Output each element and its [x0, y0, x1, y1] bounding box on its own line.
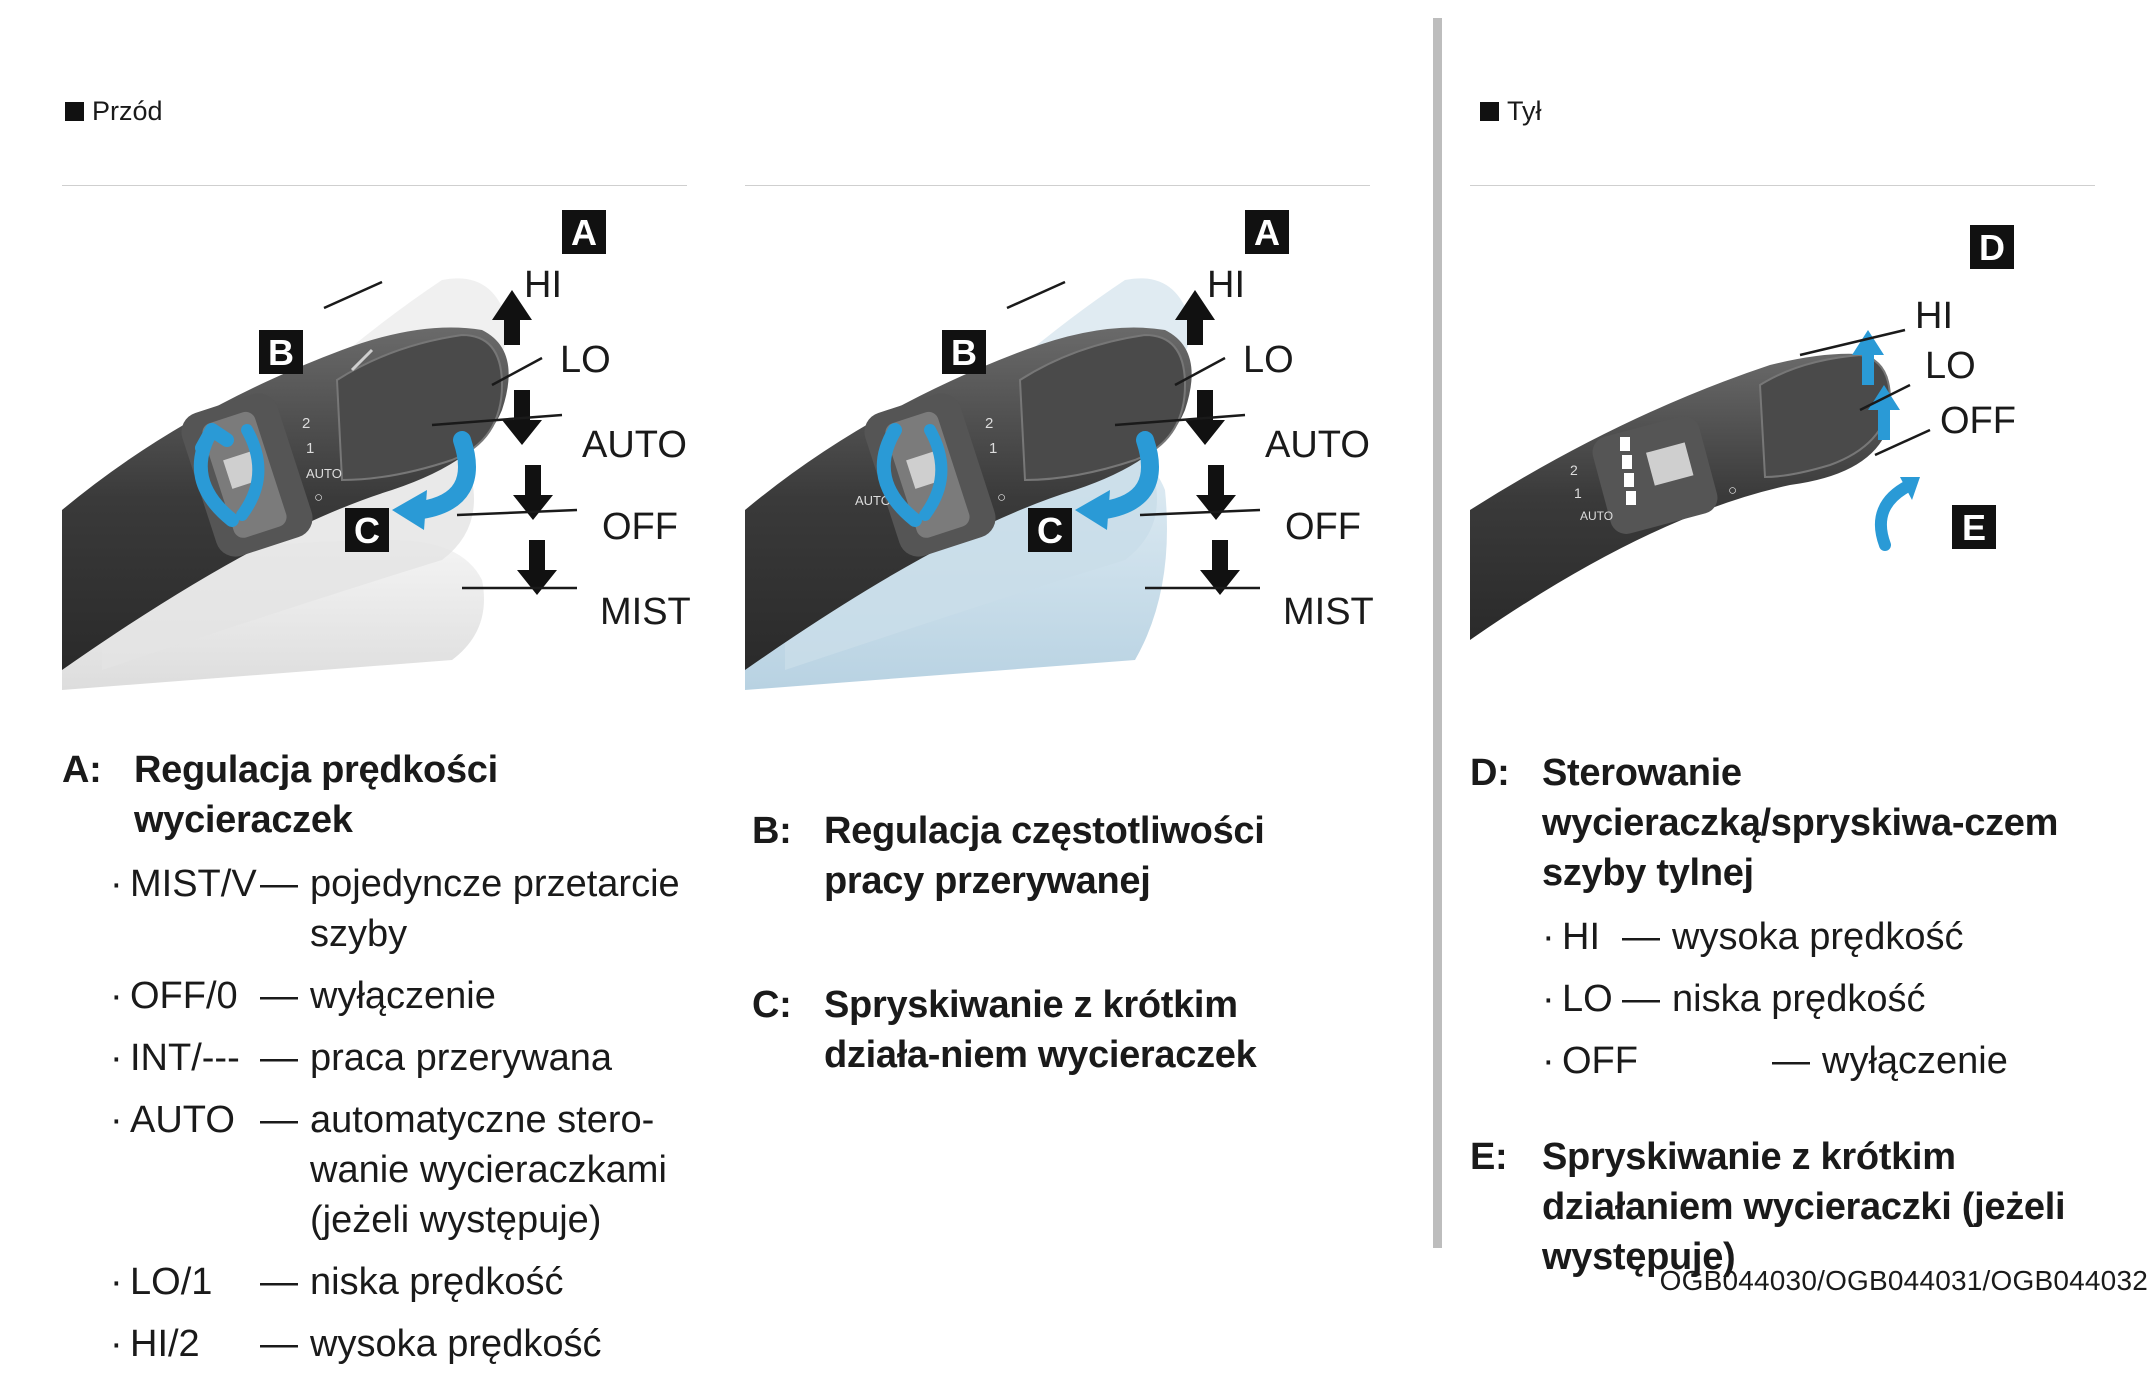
callout-d: D	[1979, 227, 2005, 268]
callout-c: C	[1037, 510, 1063, 551]
rotate-arrow-icon	[193, 423, 239, 527]
up-arrow-icon	[1852, 330, 1884, 385]
position-mist: MIST	[600, 591, 691, 633]
position-off: OFF	[1940, 400, 2016, 442]
heading-e: E: Spryskiwanie z krótkim działaniem wyc…	[1470, 1136, 2066, 1278]
push-arrow-icon	[1875, 479, 1916, 551]
svg-text:○: ○	[1728, 482, 1737, 499]
front-speed-description: A: Regulacja prędkości wycieraczek · MIS…	[62, 745, 702, 1381]
callout-e: E	[1962, 507, 1986, 548]
list-item: · LO — niska prędkość	[1542, 978, 1926, 1020]
divider-rule	[1470, 185, 2095, 186]
rear-section-label: Tył	[1480, 96, 1542, 127]
list-item: · HI/2 — wysoka prędkość	[110, 1323, 602, 1365]
position-lo: LO	[1243, 339, 1294, 381]
column-separator	[1433, 18, 1442, 1248]
rear-description: D: Sterowanie wycieraczką/spryskiwa-czem…	[1470, 748, 2140, 1282]
list-item: · MIST/V — pojedyncze przetarcie szyby	[110, 863, 680, 955]
svg-text:○: ○	[997, 489, 1006, 506]
position-auto: AUTO	[1265, 424, 1370, 466]
position-auto: AUTO	[582, 424, 687, 466]
heading-b: B: Regulacja częstotliwości pracy przery…	[752, 810, 1265, 902]
push-arrow-icon	[413, 431, 476, 519]
svg-text:2: 2	[1570, 462, 1578, 478]
position-hi: HI	[1207, 264, 1245, 306]
rear-wiper-stalk-figure: 2 1 AUTO ○ D E HI LO OFF	[1470, 225, 2016, 640]
square-bullet-icon	[1480, 102, 1499, 121]
callout-b: B	[268, 332, 294, 373]
callout-a: A	[571, 212, 597, 253]
list-item: · OFF/0 — wyłączenie	[110, 975, 496, 1017]
up-arrow-icon	[1868, 385, 1900, 440]
svg-text:1: 1	[989, 440, 997, 457]
list-item: · INT/--- — praca przerywana	[110, 1037, 613, 1079]
svg-text:1: 1	[306, 440, 314, 457]
up-arrow-icon	[1175, 290, 1215, 345]
divider-rule	[745, 185, 1370, 186]
position-lo: LO	[1925, 345, 1976, 387]
svg-text:AUTO: AUTO	[306, 466, 342, 481]
callout-b: B	[951, 332, 977, 373]
svg-text:2: 2	[302, 415, 310, 432]
divider-rule	[62, 185, 687, 186]
svg-text:2: 2	[985, 415, 993, 432]
figure-code: OGB044030/OGB044031/OGB044032	[1659, 1265, 2148, 1296]
position-lo: LO	[560, 339, 611, 381]
down-arrow-icon	[513, 465, 553, 520]
position-off: OFF	[1285, 506, 1361, 548]
down-arrow-icon	[1200, 540, 1240, 595]
down-arrow-icon	[517, 540, 557, 595]
position-mist: MIST	[1283, 591, 1374, 633]
position-hi: HI	[1915, 295, 1953, 337]
heading-d: D: Sterowanie wycieraczką/spryskiwa-czem…	[1470, 752, 2059, 894]
list-item: · OFF — wyłączenie	[1542, 1040, 2008, 1082]
up-arrow-icon	[492, 290, 532, 345]
svg-text:AUTO: AUTO	[1580, 509, 1613, 523]
front-section-label: Przód	[65, 96, 163, 127]
svg-text:AUTO: AUTO	[855, 493, 891, 508]
list-item: · LO/1 — niska prędkość	[110, 1261, 564, 1303]
push-arrow-icon	[1096, 431, 1159, 519]
rotate-arrow-icon	[876, 423, 922, 527]
square-bullet-icon	[65, 102, 84, 121]
position-off: OFF	[602, 506, 678, 548]
front-wiper-interval-figure: 2 1 AUTO ○ A B C HI LO AUTO OFF MIST	[745, 210, 1374, 690]
callout-c: C	[354, 510, 380, 551]
svg-text:1: 1	[1574, 485, 1582, 501]
heading-a: A: Regulacja prędkości wycieraczek	[62, 749, 498, 841]
list-item: · AUTO — automatyczne stero-wanie wycier…	[110, 1099, 667, 1241]
interval-description: B: Regulacja częstotliwości pracy przery…	[752, 806, 1352, 1080]
front-wiper-stalk-figure: 2 1 AUTO ○ A B C HI LO AUTO OFF MIST	[62, 210, 691, 690]
heading-c: C: Spryskiwanie z krótkim działa-niem wy…	[752, 984, 1257, 1076]
callout-a: A	[1254, 212, 1280, 253]
down-arrow-icon	[1196, 465, 1236, 520]
position-hi: HI	[524, 264, 562, 306]
list-item: · HI — wysoka prędkość	[1542, 916, 1964, 958]
svg-text:○: ○	[314, 489, 323, 506]
